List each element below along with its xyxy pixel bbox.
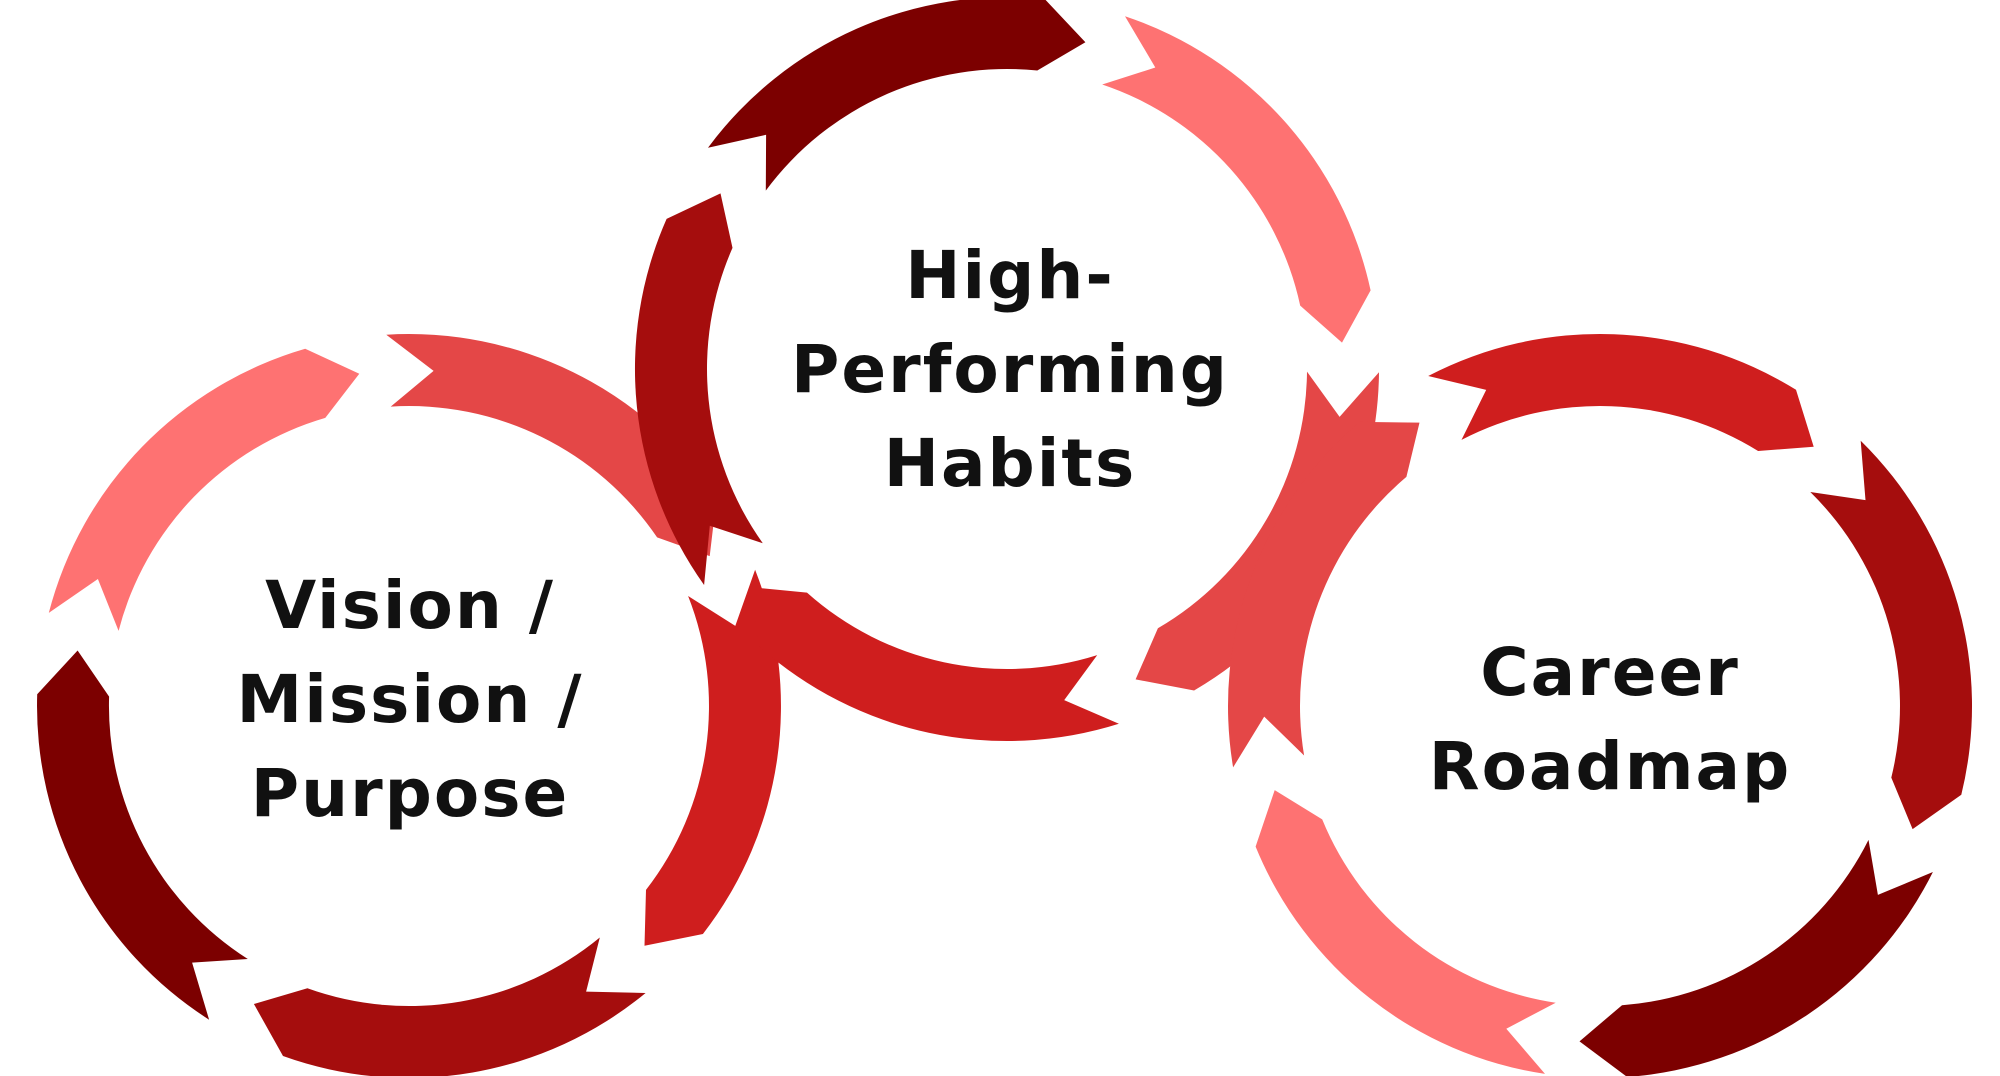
vision-arc-left (48, 348, 360, 631)
vision-arc-bottom-right (253, 937, 646, 1076)
career-cycle (1228, 333, 1973, 1076)
career-arc-bottom-left (1255, 790, 1556, 1074)
career-roadmap-label: Career Roadmap (1428, 634, 1792, 805)
habits-arc-left (634, 193, 763, 585)
habits-arc-top (708, 0, 1086, 191)
vision-mission-purpose-label: Vision / Mission / Purpose (236, 567, 584, 832)
career-arc-top (1428, 333, 1814, 451)
high-performing-habits-label: High- Performing Habits (791, 237, 1229, 502)
vision-cycle (37, 334, 781, 1076)
career-arc-right (1810, 440, 1973, 830)
vision-arc-right (644, 569, 781, 946)
habits-cycle (634, 0, 1379, 742)
vision-arc-top (386, 334, 717, 557)
habits-arc-bottom-right (1135, 371, 1379, 691)
vision-arc-bottom-left (37, 650, 248, 1020)
career-arc-left (1228, 421, 1420, 768)
habits-arc-right (1102, 16, 1371, 343)
career-arc-bottom-right (1579, 839, 1933, 1076)
habits-arc-bottom-left (751, 587, 1119, 742)
